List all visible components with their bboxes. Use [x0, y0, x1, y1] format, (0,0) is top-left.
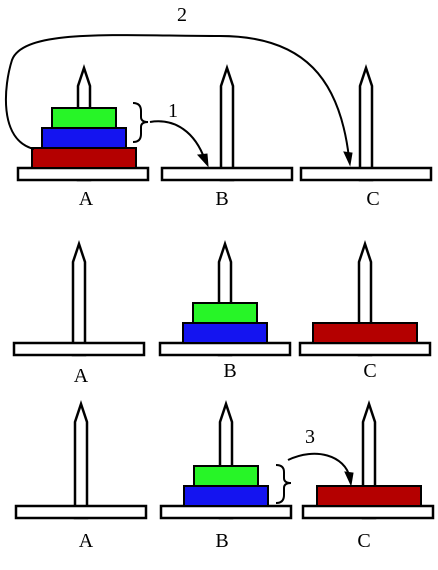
peg-c-row-1-post	[358, 64, 374, 182]
peg-c-row-3-disks	[316, 485, 422, 507]
move-1-arrow	[149, 120, 206, 161]
disk-small-peg-a-row-1	[51, 107, 117, 129]
peg-b-row-3-disks	[183, 465, 269, 507]
peg-c-row-3-base	[301, 504, 435, 520]
peg-a-row-2-base	[12, 341, 146, 357]
disk-medium-peg-a-row-1	[41, 127, 127, 149]
row-3: A B C	[14, 400, 435, 552]
move-3-label: 3	[305, 426, 315, 448]
move-2-annotation: 2	[4, 4, 353, 167]
peg-c-row-2-label: C	[363, 360, 376, 382]
peg-b-row-1-post	[219, 64, 235, 182]
peg-b-row-2-base	[158, 341, 292, 357]
move-1-brace	[132, 102, 149, 143]
disk-medium-peg-b-row-2	[182, 322, 268, 344]
disk-medium-peg-b-row-3	[183, 485, 269, 507]
peg-c-row-1-base	[299, 166, 433, 182]
move-3-brace	[275, 464, 292, 504]
peg-c-row-1	[299, 64, 433, 182]
peg-c-row-3	[301, 400, 435, 520]
move-1-label: 1	[168, 100, 178, 122]
move-1-annotation: 1	[132, 100, 209, 168]
disk-large-peg-c-row-2	[312, 322, 418, 344]
disk-large-peg-c-row-3	[316, 485, 422, 507]
move-3-annotation: 3	[275, 426, 354, 504]
peg-a-row-2	[12, 240, 146, 357]
peg-b-row-3-base	[159, 504, 293, 520]
peg-a-row-3-post	[73, 400, 89, 520]
peg-b-row-2	[158, 240, 292, 357]
peg-c-row-1-label: C	[366, 188, 379, 210]
peg-c-row-2-base	[298, 341, 432, 357]
move-1-arrowhead	[196, 153, 209, 168]
move-2-arrow	[4, 34, 350, 159]
peg-a-row-2-post	[71, 240, 87, 357]
peg-a-row-3-base	[14, 504, 148, 520]
peg-c-row-2	[298, 240, 432, 357]
peg-a-row-1	[16, 64, 150, 182]
peg-a-row-2-label: A	[74, 365, 89, 387]
peg-b-row-1-base	[160, 166, 294, 182]
peg-a-row-3	[14, 400, 148, 520]
move-3-arrowhead	[344, 471, 354, 487]
peg-a-row-1-base	[16, 166, 150, 182]
move-3-arrow	[287, 452, 351, 479]
peg-b-row-3	[159, 400, 293, 520]
peg-b-row-2-disks	[182, 302, 268, 344]
peg-a-row-1-label: A	[79, 188, 94, 210]
move-2-arrowhead	[343, 151, 353, 167]
peg-a-row-1-disks	[31, 107, 137, 169]
peg-b-row-1	[160, 64, 294, 182]
peg-b-row-3-label: B	[215, 530, 228, 552]
disk-small-peg-b-row-2	[192, 302, 258, 324]
peg-c-row-2-disks	[312, 322, 418, 344]
disk-large-peg-a-row-1	[31, 147, 137, 169]
peg-a-row-3-label: A	[79, 530, 94, 552]
row-1: A B C	[16, 64, 433, 210]
peg-c-row-3-label: C	[357, 530, 370, 552]
peg-b-row-1-label: B	[215, 188, 228, 210]
peg-b-row-2-label: B	[223, 360, 236, 382]
move-2-label: 2	[177, 4, 187, 26]
row-2: A B C	[12, 240, 432, 387]
disk-small-peg-b-row-3	[193, 465, 259, 487]
